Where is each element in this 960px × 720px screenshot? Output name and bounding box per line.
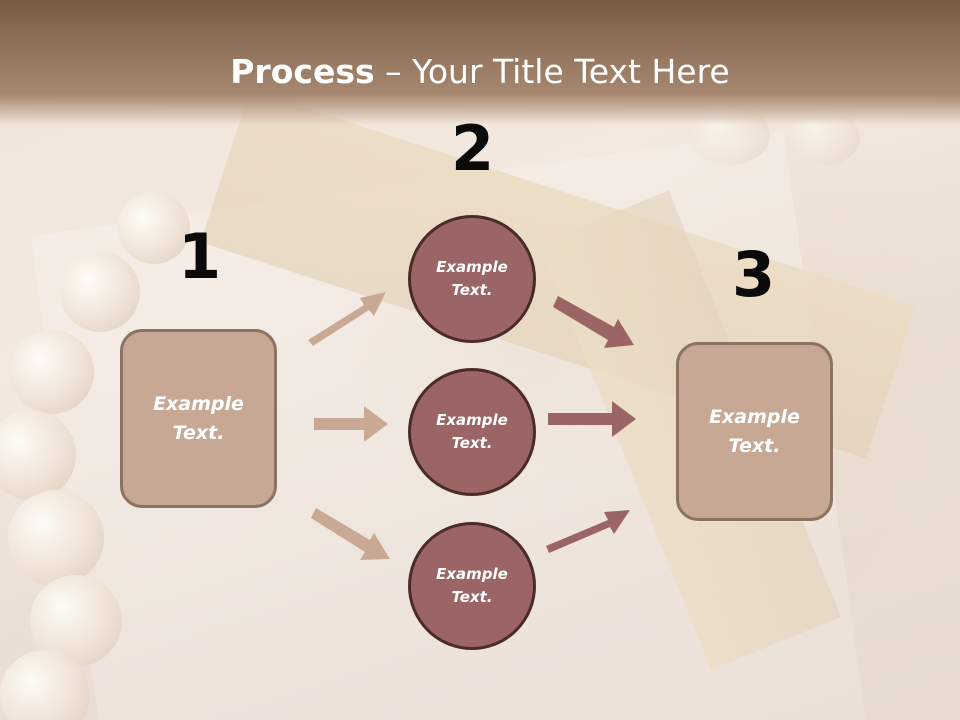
arrow-right-icon [548, 401, 636, 437]
left-process-box[interactable]: Example Text. [120, 329, 277, 508]
right-box-text-line1: Example [709, 405, 800, 428]
arrow-right-icon [314, 406, 388, 442]
arrow-down-right-icon [311, 508, 390, 560]
background-pearl [8, 490, 104, 586]
background-pearl [0, 650, 90, 720]
process-circle-middle[interactable]: Example Text. [408, 368, 536, 496]
title-bar [0, 0, 960, 125]
arrow-up-right-icon [308, 292, 386, 346]
title-bold: Process [230, 52, 375, 91]
step-number-1: 1 [178, 220, 222, 293]
background-pearl [0, 410, 76, 500]
right-process-box[interactable]: Example Text. [676, 342, 833, 521]
step-number-3: 3 [732, 238, 776, 311]
arrow-up-right-icon [546, 510, 630, 553]
left-box-text-line2: Text. [172, 421, 225, 444]
arrow-down-right-icon [553, 296, 634, 348]
right-box-text-line2: Text. [728, 434, 781, 457]
left-box-text-line1: Example [153, 392, 244, 415]
circle-text-line1: Example [436, 411, 508, 429]
circle-text-line2: Text. [451, 281, 493, 299]
circle-text-line2: Text. [451, 434, 493, 452]
process-circle-top[interactable]: Example Text. [408, 215, 536, 343]
title-rest: – Your Title Text Here [374, 52, 730, 91]
background-pearl [60, 252, 140, 332]
slide-title[interactable]: Process – Your Title Text Here [0, 52, 960, 91]
process-circle-bottom[interactable]: Example Text. [408, 522, 536, 650]
circle-text-line1: Example [436, 258, 508, 276]
step-number-2: 2 [451, 112, 495, 185]
background-pearl [118, 192, 190, 264]
circle-text-line1: Example [436, 565, 508, 583]
circle-text-line2: Text. [451, 588, 493, 606]
background-pearl [10, 330, 94, 414]
